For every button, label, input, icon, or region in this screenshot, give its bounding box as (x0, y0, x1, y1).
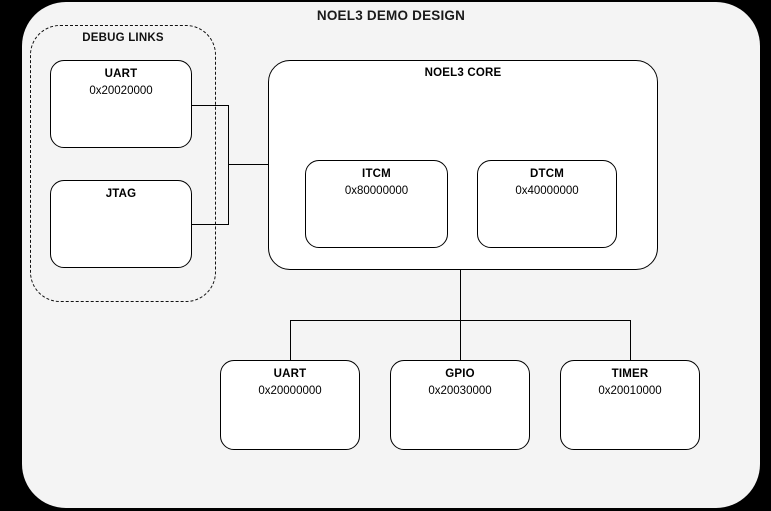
connector-bus-to-timer (630, 320, 632, 361)
block-peripheral-uart-address: 0x20000000 (258, 385, 322, 397)
block-peripheral-uart-title: UART (273, 368, 307, 380)
connector-core-to-peripheral-bus (460, 269, 462, 321)
block-debug-jtag-title: JTAG (105, 188, 137, 200)
block-debug-uart[interactable]: UART 0x20020000 (50, 60, 192, 148)
block-peripheral-timer[interactable]: TIMER 0x20010000 (560, 360, 700, 450)
block-itcm-title: ITCM (362, 168, 391, 180)
block-debug-jtag[interactable]: JTAG (50, 180, 192, 268)
block-peripheral-timer-address: 0x20010000 (598, 385, 662, 397)
block-noel3-core-title: NOEL3 CORE (424, 67, 502, 79)
connector-debug-jtag-to-bus (191, 224, 229, 226)
connector-bus-to-uart (290, 320, 292, 361)
block-dtcm[interactable]: DTCM 0x40000000 (477, 160, 617, 248)
connector-bus-to-gpio (460, 320, 462, 361)
block-debug-uart-address: 0x20020000 (89, 85, 153, 97)
block-peripheral-uart[interactable]: UART 0x20000000 (220, 360, 360, 450)
block-itcm[interactable]: ITCM 0x80000000 (305, 160, 448, 248)
block-dtcm-address: 0x40000000 (515, 185, 579, 197)
block-debug-uart-title: UART (104, 68, 138, 80)
block-itcm-address: 0x80000000 (344, 185, 409, 197)
block-dtcm-title: DTCM (529, 168, 564, 180)
connector-debug-bus-to-core (228, 164, 269, 166)
block-peripheral-gpio[interactable]: GPIO 0x20030000 (390, 360, 530, 450)
debug-links-group (30, 25, 216, 302)
connector-debug-uart-to-bus (191, 105, 229, 107)
block-peripheral-gpio-title: GPIO (445, 368, 475, 380)
page-title: NOEL3 DEMO DESIGN (316, 8, 466, 23)
block-peripheral-gpio-address: 0x20030000 (428, 385, 492, 397)
block-peripheral-timer-title: TIMER (611, 368, 649, 380)
debug-links-group-label: DEBUG LINKS (82, 32, 164, 44)
